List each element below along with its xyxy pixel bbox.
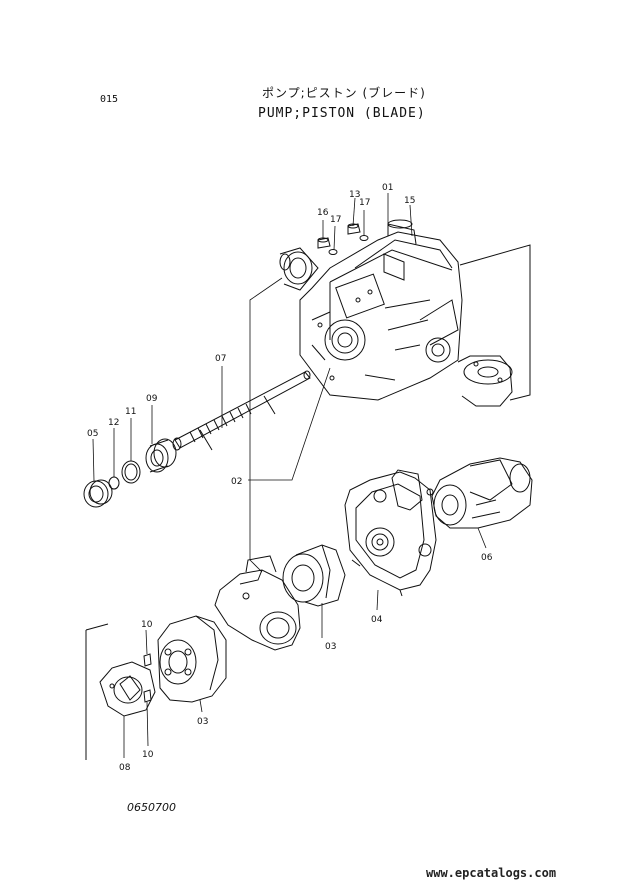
callout-13: 13 — [349, 190, 360, 200]
pin-10-upper-part — [143, 653, 152, 667]
plug-13-part — [347, 223, 361, 235]
o-ring-17-lower — [328, 249, 338, 255]
callout-02: 02 — [231, 477, 242, 487]
callout-08: 08 — [119, 763, 131, 773]
callout-17-lower: 17 — [330, 215, 341, 225]
page-number: 015 — [100, 94, 119, 105]
callout-16: 16 — [317, 208, 329, 218]
callout-03-lower: 03 — [197, 717, 208, 727]
callout-05: 05 — [87, 429, 98, 439]
title-english: PUMP;PISTON (BLADE) — [258, 106, 426, 121]
pilot-pump-06-part — [426, 457, 533, 529]
callout-10-lower: 10 — [142, 750, 154, 760]
sleeve-02-part — [279, 247, 319, 291]
title-japanese: ポンプ;ピストン (ブレード) — [262, 86, 426, 100]
pump-housing-part — [299, 219, 463, 401]
outlet-flange-part — [457, 355, 513, 407]
cylinder-03-upper-part — [282, 544, 346, 607]
plate-08-part — [99, 661, 156, 717]
callout-06: 06 — [481, 553, 493, 563]
assembly-01-bracket — [459, 244, 531, 401]
callout-10-upper: 10 — [141, 620, 153, 630]
figure-number: 0650700 — [127, 801, 176, 814]
plug-16-part — [317, 237, 331, 249]
bearing-09-part — [145, 438, 177, 473]
cylinder-block-03-lower-part — [157, 615, 227, 703]
oil-seal-05-part — [83, 479, 113, 508]
callout-04: 04 — [371, 615, 383, 625]
callout-17-upper: 17 — [359, 198, 370, 208]
pin-10-lower-part — [143, 689, 152, 703]
o-ring-17-upper — [359, 235, 369, 241]
swash-holder-02-part — [214, 555, 301, 651]
callout-01: 01 — [382, 183, 393, 193]
ring-12-part — [108, 476, 120, 490]
callout-15: 15 — [404, 196, 415, 206]
watermark-url: www.epcatalogs.com — [426, 866, 557, 880]
callout-11: 11 — [125, 407, 136, 417]
callout-03-upper: 03 — [325, 642, 336, 652]
callout-07: 07 — [215, 354, 226, 364]
cover-04-part — [344, 469, 437, 597]
callout-12: 12 — [108, 418, 119, 428]
drive-shaft-07-part — [172, 370, 311, 451]
callout-09: 09 — [146, 394, 158, 404]
